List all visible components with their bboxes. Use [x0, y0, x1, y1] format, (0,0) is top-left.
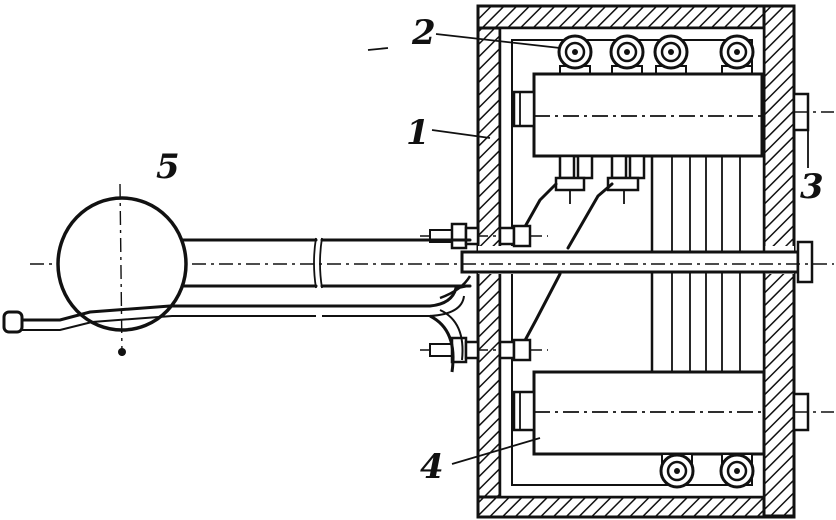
shaft-rod	[460, 250, 800, 274]
upper-capacitor	[512, 72, 764, 204]
roller	[653, 34, 689, 77]
lower-capacitor-body	[532, 370, 766, 456]
label-bolt: 3	[800, 167, 824, 207]
label-housing: 1	[406, 113, 430, 153]
label-roller: 2	[411, 13, 436, 53]
lower-capacitor-terminal	[512, 390, 536, 432]
shaft-nut	[796, 240, 814, 284]
roller	[719, 34, 755, 77]
lower-capacitor	[512, 370, 766, 456]
housing-bottom-wall	[476, 495, 796, 519]
lower-rollers	[659, 453, 755, 489]
upper-capacitor-body	[532, 72, 764, 158]
roller	[719, 453, 755, 489]
label-bulb: 5	[156, 147, 180, 187]
capillary-fitting	[2, 310, 24, 334]
internal-leads	[520, 182, 614, 348]
roller	[659, 453, 695, 489]
roller	[557, 34, 593, 77]
main-shaft	[30, 237, 834, 289]
upper-rollers	[557, 34, 755, 77]
capillary-line	[2, 275, 472, 373]
feedthrough-bushings	[420, 92, 834, 432]
leader-lines	[367, 33, 809, 465]
housing-top-wall	[476, 4, 796, 30]
upper-capacitor-terminal	[512, 90, 536, 128]
bulb	[56, 183, 188, 357]
roller	[609, 34, 645, 77]
label-capacitor: 4	[420, 447, 444, 487]
